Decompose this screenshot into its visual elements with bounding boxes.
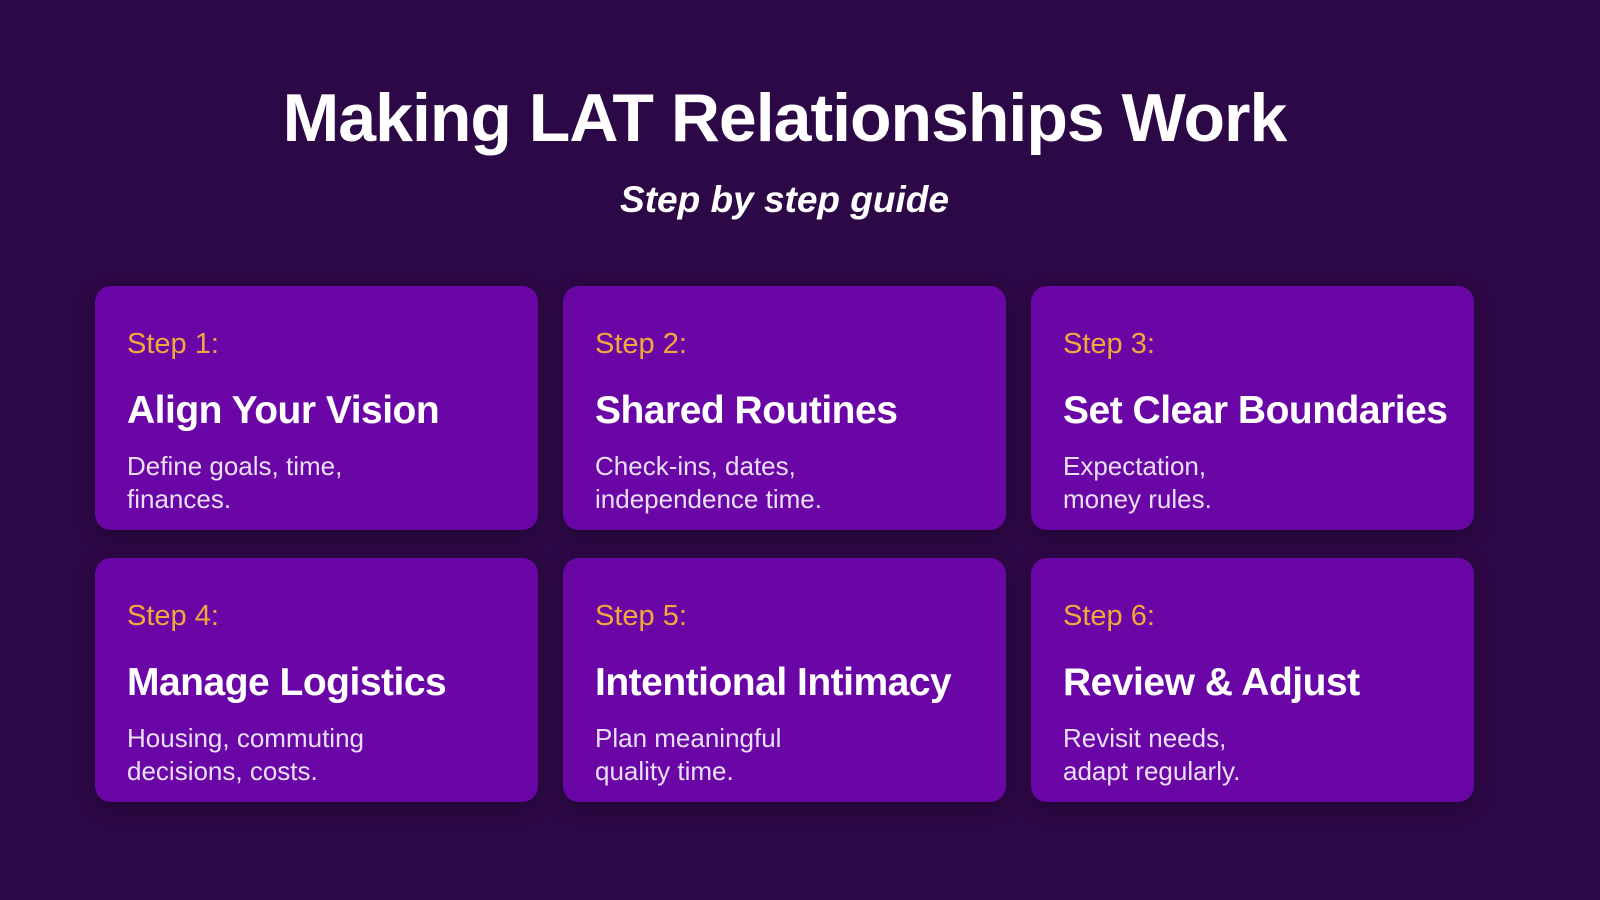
step-description: Expectation, money rules. (1063, 451, 1212, 515)
step-description: Define goals, time, finances. (127, 451, 343, 515)
page-title: Making LAT Relationships Work (282, 80, 1288, 156)
step-title: Set Clear Boundaries (1063, 389, 1448, 433)
step-card-2: Step 2: Shared Routines Check-ins, dates… (563, 285, 1006, 530)
step-description: Check-ins, dates, independence time. (595, 451, 822, 515)
step-card-6: Step 6: Review & Adjust Revisit needs, a… (1031, 557, 1474, 802)
step-card-3: Step 3: Set Clear Boundaries Expectation… (1031, 285, 1474, 530)
step-title: Manage Logistics (127, 661, 447, 705)
step-label: Step 1: (127, 327, 219, 360)
step-description: Plan meaningful quality time. (595, 723, 782, 787)
step-description: Revisit needs, adapt regularly. (1063, 723, 1241, 787)
step-title: Align Your Vision (127, 389, 440, 433)
step-card-5: Step 5: Intentional Intimacy Plan meanin… (563, 557, 1006, 802)
step-description: Housing, commuting decisions, costs. (127, 723, 364, 787)
step-card-4: Step 4: Manage Logistics Housing, commut… (95, 557, 538, 802)
step-title: Review & Adjust (1063, 661, 1360, 705)
step-card-1: Step 1: Align Your Vision Define goals, … (95, 285, 538, 530)
step-title: Shared Routines (595, 389, 898, 433)
step-label: Step 6: (1063, 599, 1155, 632)
step-label: Step 2: (595, 327, 687, 360)
step-label: Step 4: (127, 599, 219, 632)
step-label: Step 5: (595, 599, 687, 632)
infographic: Making LAT Relationships Work Step by st… (95, 78, 1474, 802)
step-label: Step 3: (1063, 327, 1155, 360)
steps-grid: Step 1: Align Your Vision Define goals, … (95, 285, 1474, 802)
page-subtitle: Step by step guide (620, 178, 949, 220)
step-title: Intentional Intimacy (595, 661, 952, 705)
